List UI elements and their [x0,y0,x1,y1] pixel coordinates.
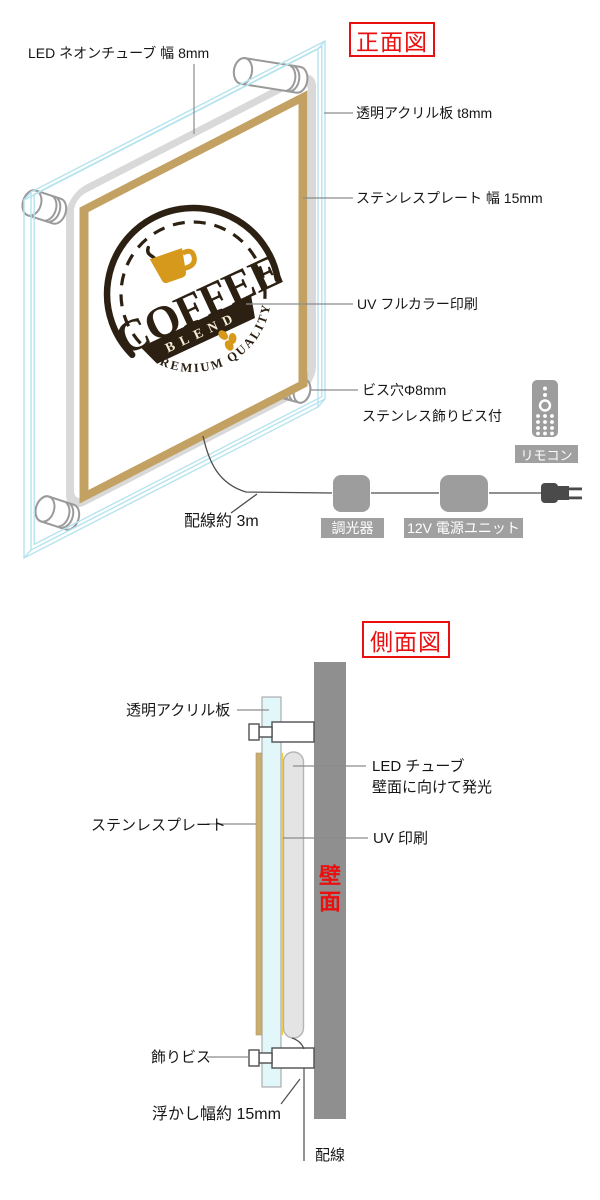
label-uv-print-front: UV フルカラー印刷 [357,296,478,312]
label-uv-print-side: UV 印刷 [373,830,429,847]
side-led-tube [282,751,305,1039]
power-unit-tag: 12V 電源ユニット [404,518,523,538]
side-view-title: 側面図 [362,621,450,658]
label-deco-screw: 飾りビス [151,1049,212,1066]
remote-control-icon [532,380,558,437]
standoff-left-lower-icon [34,495,81,531]
side-stainless-plate [255,752,263,1036]
power-unit-box [440,475,488,512]
screw-top-icon [248,721,315,743]
label-float-width: 浮かし幅約 15mm [152,1106,281,1123]
wall-bar [314,662,346,1119]
label-wiring-side: 配線 [315,1147,346,1164]
dimmer-box [333,475,370,512]
front-leader-lines [193,64,358,391]
led-neon-tube-band [66,74,316,508]
logo-top-arc [103,204,281,359]
screw-bottom-icon [248,1047,315,1069]
stainless-plate-frame [79,90,308,504]
label-wiring-length: 配線約 3m [184,513,259,530]
side-leader-lines [207,709,368,1058]
coffee-beans-icon [218,330,237,351]
dimmer-tag: 調光器 [321,518,384,538]
standoff-top-right-icon [232,57,309,94]
front-wiring [202,435,541,514]
logo-dashed-ring [119,220,267,358]
side-uv-print-layer [281,753,284,1035]
label-led-tube-side-2: 壁面に向けて発光 [372,779,493,796]
label-screw-hole-1: ビス穴Φ8mm [362,382,447,398]
label-screw-hole-2: ステンレス飾りビス付 [362,408,502,424]
label-led-neon-tube: LED ネオンチューブ 幅 8mm [28,45,210,61]
side-acrylic-panel [261,696,282,1088]
label-stainless-side: ステンレスプレート [91,817,227,834]
label-wall: 壁面 [316,864,341,916]
label-acrylic-side: 透明アクリル板 [126,702,231,719]
side-wiring [280,1037,305,1161]
power-plug-icon [541,483,582,503]
label-stainless-front: ステンレスプレート 幅 15mm [356,190,543,206]
remote-tag: リモコン [515,445,578,463]
logo-banner [140,295,255,364]
front-view-title: 正面図 [349,22,435,57]
acrylic-slab-outline [23,39,326,560]
label-acrylic-front: 透明アクリル板 t8mm [356,105,493,121]
label-led-tube-side-1: LED チューブ [372,758,465,775]
front-view-drawing: COFFEE BLEND PREMIUM QUALITY [21,39,582,560]
side-view-drawing [207,662,368,1161]
coffee-cup-icon [149,248,197,284]
